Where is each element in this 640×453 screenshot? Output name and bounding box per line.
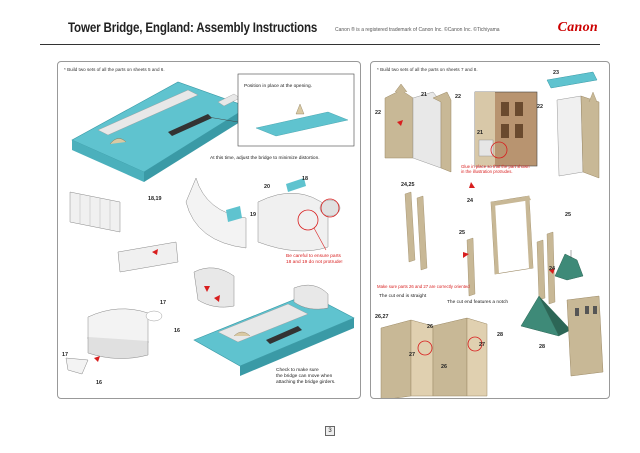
callout-adjust: At this time, adjust the bridge to minim… [210,156,320,161]
left-illustration [65,73,355,376]
part-number-26b: 26 [441,364,447,370]
part-number-28a: 28 [497,332,503,338]
page-title: Tower Bridge, England: Assembly Instruct… [68,20,318,35]
callout-notch: The cut end features a notch [447,300,509,305]
part-number-19: 19 [250,212,256,218]
left-instruction-panel: * Build two sets of all the parts on she… [57,61,361,399]
brand-logo: Canon [557,20,598,35]
part-number-21b: 21 [477,130,483,136]
zoom-callout-box [207,73,355,147]
callout-position: Position in place at the opening. [244,84,313,89]
pyramid-roof-part [520,250,584,337]
right-instruction-panel: * Build two sets of all the parts on she… [370,61,610,399]
part-number-22b: 22 [455,94,461,100]
part-number-28b: 28 [539,344,545,350]
page-header: Tower Bridge, England: Assembly Instruct… [40,14,600,46]
part-number-16b: 16 [96,380,102,386]
part-number-17b: 17 [62,352,68,358]
part-number-27b: 27 [479,342,485,348]
part-number-24b: 24 [549,266,555,272]
part-number-25a: 25 [565,212,571,218]
part-number-24-25: 24,25 [401,182,415,188]
part-number-27a: 27 [409,352,415,358]
part-number-21a: 21 [421,92,427,98]
decorated-tower-part [566,295,604,377]
trademark-notice: Canon ® is a registered trademark of Can… [335,27,500,33]
part-number-20: 20 [264,184,270,190]
callout-orient: Make sure parts 26 and 27 are correctly … [377,284,470,289]
tower-right-part [546,71,600,179]
page-number: 3 [325,426,335,436]
side-panels-parts [69,191,179,273]
callout-glue: Glue in place so that the part shown in … [461,164,530,175]
pier-assembly [65,308,163,375]
callout-careful: Be careful to ensure parts 18 and 19 do … [286,254,343,265]
red-direction-arrows [94,286,220,362]
lower-tower-assembly [380,317,488,398]
tower-columns [404,191,556,305]
tower-section-part [257,178,341,252]
part-number-24a: 24 [467,198,473,204]
central-tower-frame [490,195,534,275]
part-number-22c: 22 [537,104,543,110]
part-number-18: 18 [302,176,308,182]
base-mold-part [193,267,235,308]
tower-photo-inset [474,91,538,167]
bridge-base-assembly [71,81,249,182]
left-panel-note: * Build two sets of all the parts on she… [64,67,165,72]
part-number-25b: 25 [459,230,465,236]
part-number-23: 23 [553,70,559,76]
part-number-22a: 22 [375,110,381,116]
right-panel-note: * Build two sets of all the parts on she… [377,67,478,72]
header-divider [40,44,600,45]
part-number-26-27: 26,27 [375,314,389,320]
part-number-16a: 16 [174,328,180,334]
callout-check: Check to make sure the bridge can move w… [276,368,336,385]
curved-wall-part [185,177,247,249]
part-number-18-19: 18,19 [148,196,162,202]
right-illustration [380,71,604,398]
tower-upper-parts [384,83,452,173]
part-number-26a: 26 [427,324,433,330]
part-number-17a: 17 [160,300,166,306]
callout-straight: The cut end is straight [379,294,427,299]
final-bridge-assembly [193,284,355,376]
red-direction-arrows [397,120,555,274]
